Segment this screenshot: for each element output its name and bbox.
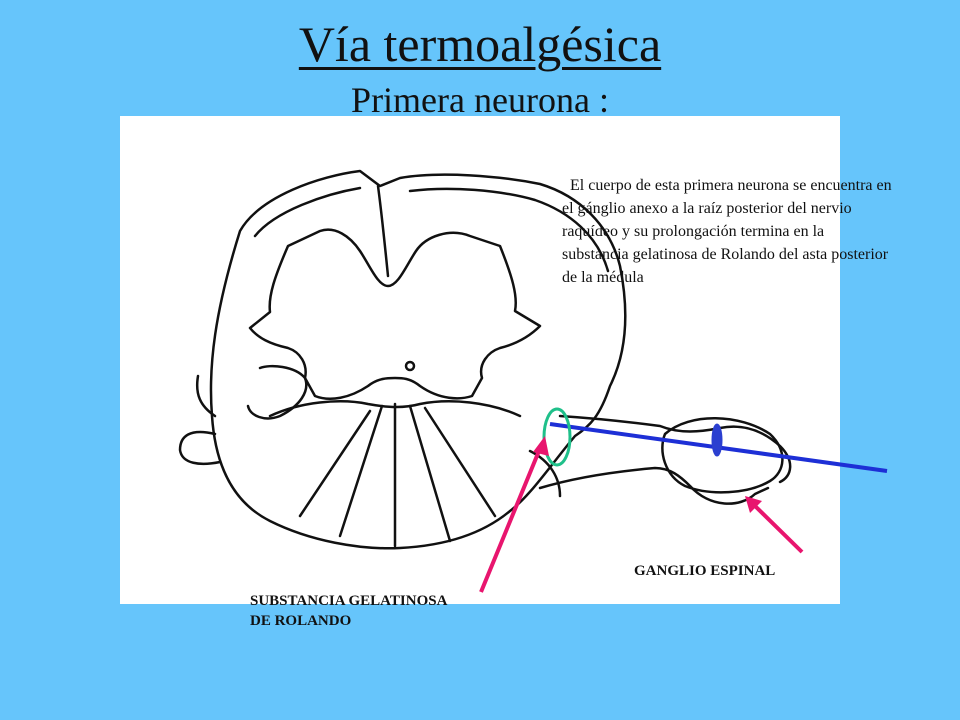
substancia-highlight	[542, 407, 572, 467]
description-text: El cuerpo de esta primera neurona se enc…	[562, 177, 892, 286]
left-nerve-tail	[196, 374, 217, 418]
anterior-fissure-3	[298, 409, 372, 518]
cord-inner-outline	[253, 186, 610, 273]
left-root-inner	[246, 364, 308, 420]
slide-title: Vía termoalgésica	[298, 16, 662, 72]
anterior-fissure-5	[423, 406, 497, 518]
anterior-fissure-2	[338, 404, 384, 538]
label-substancia-gelatinosa: SUBSTANCIA GELATINOSA DE ROLANDO	[250, 591, 510, 631]
grey-matter	[248, 228, 542, 400]
spinal-ganglion	[661, 417, 784, 494]
ventral-root	[538, 466, 770, 505]
neuron-cell-body	[711, 423, 723, 457]
substancia-arrow	[479, 445, 543, 593]
label-substancia-line2: DE ROLANDO	[250, 613, 352, 629]
label-ganglio-espinal: GANGLIO ESPINAL	[634, 563, 776, 579]
central-canal	[404, 360, 416, 372]
slide-subtitle: Primera neurona :	[351, 80, 609, 120]
label-substancia-line1: SUBSTANCIA GELATINOSA	[250, 593, 448, 609]
ganglio-arrow	[750, 501, 804, 554]
left-root	[178, 430, 222, 466]
spinal-cord-drawing	[178, 169, 792, 550]
ganglio-arrow-head	[745, 496, 762, 513]
posterior-fissure	[376, 184, 390, 278]
cord-outline	[209, 169, 627, 550]
spinal-cord-figure: El cuerpo de esta primera neurona se enc…	[120, 116, 892, 604]
anterior-region	[268, 400, 522, 418]
anterior-fissure-4	[408, 404, 452, 543]
right-root-lower	[528, 449, 562, 498]
substancia-arrow-head	[533, 436, 549, 456]
